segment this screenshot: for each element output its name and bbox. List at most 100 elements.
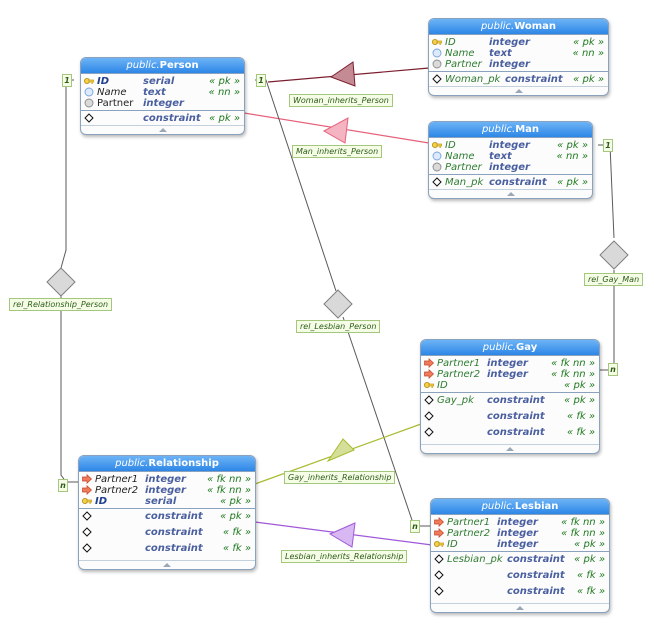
nullable-icon xyxy=(432,59,442,69)
column-type: integer xyxy=(145,485,186,496)
column-flags: « fk nn » xyxy=(207,474,251,485)
column-flags: « pk » xyxy=(574,539,605,550)
table-header[interactable]: public.Man xyxy=(429,122,592,137)
column-type: integer xyxy=(497,539,538,550)
cardinality-many-gay: n xyxy=(608,363,618,376)
constraint-icon xyxy=(84,113,94,123)
table-header[interactable]: public.Lesbian xyxy=(431,499,609,514)
constraint-icon xyxy=(434,554,444,564)
constraint-icon xyxy=(432,177,442,187)
cardinality-one-person-right: 1 xyxy=(256,74,266,87)
man-inherits-person-arrow xyxy=(322,117,349,144)
constraint-flags: « fk » xyxy=(222,543,251,554)
column-flags: « pk » xyxy=(573,37,604,48)
key-icon xyxy=(423,380,435,390)
rel-lesbian-person-line-top xyxy=(255,79,337,292)
column-type: integer xyxy=(489,37,530,48)
table-header[interactable]: public.Woman xyxy=(429,19,608,34)
label-woman-inherits-person[interactable]: Woman_inherits_Person xyxy=(289,94,393,107)
column-row[interactable]: Partner integer xyxy=(429,162,592,173)
collapse-toggle[interactable] xyxy=(431,603,609,612)
label-rel-relationship-person[interactable]: rel_Relationship_Person xyxy=(9,298,113,311)
key-icon xyxy=(431,140,443,150)
label-rel-gay-man[interactable]: rel_Gay_Man xyxy=(584,273,644,286)
table-header[interactable]: public.Relationship xyxy=(79,456,255,471)
collapse-toggle[interactable] xyxy=(429,189,592,198)
nullable-icon xyxy=(432,162,442,172)
table-name: Person xyxy=(159,60,199,71)
rel-relationship-person-line-bottom xyxy=(60,296,80,483)
foreign-key-icon xyxy=(424,369,434,379)
expand-arrow-icon xyxy=(506,192,515,196)
constraint-name: Woman_pk xyxy=(445,74,501,85)
constraint-row[interactable]: constraint« fk » xyxy=(421,411,599,427)
constraints-section: constraint« pk » xyxy=(81,110,244,125)
column-name: ID xyxy=(95,496,108,507)
column-flags: « fk nn » xyxy=(207,485,251,496)
schema-name: public. xyxy=(480,21,515,32)
collapse-toggle[interactable] xyxy=(81,125,244,134)
table-header[interactable]: public.Person xyxy=(81,58,244,73)
constraint-row[interactable]: Woman_pk constraint « pk » xyxy=(429,74,608,85)
column-flags: « fk nn » xyxy=(551,358,595,369)
constraint-row[interactable]: constraint « fk » xyxy=(79,543,255,559)
column-type: text xyxy=(489,48,512,59)
label-man-inherits-person[interactable]: Man_inherits_Person xyxy=(292,145,383,158)
constraint-flags: « fk » xyxy=(576,586,605,597)
column-type: text xyxy=(143,87,166,98)
collapse-toggle[interactable] xyxy=(429,86,608,95)
constraint-row[interactable]: constraint« pk » xyxy=(81,113,244,124)
constraint-type: constraint xyxy=(505,74,563,85)
constraint-flags: « pk » xyxy=(209,113,240,124)
constraint-row[interactable]: constraint« fk » xyxy=(431,570,609,586)
collapse-toggle[interactable] xyxy=(421,444,599,453)
constraint-type: constraint xyxy=(145,511,203,522)
label-rel-lesbian-person[interactable]: rel_Lesbian_Person xyxy=(296,320,381,333)
constraint-type: constraint xyxy=(489,177,547,188)
constraint-row[interactable]: constraint« fk » xyxy=(421,427,599,443)
constraint-row[interactable]: constraint« fk » xyxy=(431,586,609,602)
column-flags: « pk » xyxy=(557,140,588,151)
label-gay-inherits-relationship[interactable]: Gay_inherits_Relationship xyxy=(284,471,396,484)
schema-name: public. xyxy=(482,342,517,353)
constraint-flags: « pk » xyxy=(573,74,604,85)
collapse-toggle[interactable] xyxy=(79,560,255,569)
constraint-type: constraint xyxy=(145,543,203,554)
constraint-row[interactable]: constraint« fk » xyxy=(79,527,255,543)
column-type: integer xyxy=(489,162,530,173)
column-row[interactable]: ID« pk » xyxy=(421,380,599,391)
table-header[interactable]: public.Gay xyxy=(421,340,599,355)
constraint-row[interactable]: constraint« pk » xyxy=(79,511,255,527)
column-name: Name xyxy=(97,87,127,98)
gay-inherits-relationship-arrow xyxy=(326,438,355,463)
schema-name: public. xyxy=(481,501,515,512)
column-name: Partner xyxy=(445,162,482,173)
label-lesbian-inherits-relationship[interactable]: Lesbian_inherits_Relationship xyxy=(281,550,408,563)
